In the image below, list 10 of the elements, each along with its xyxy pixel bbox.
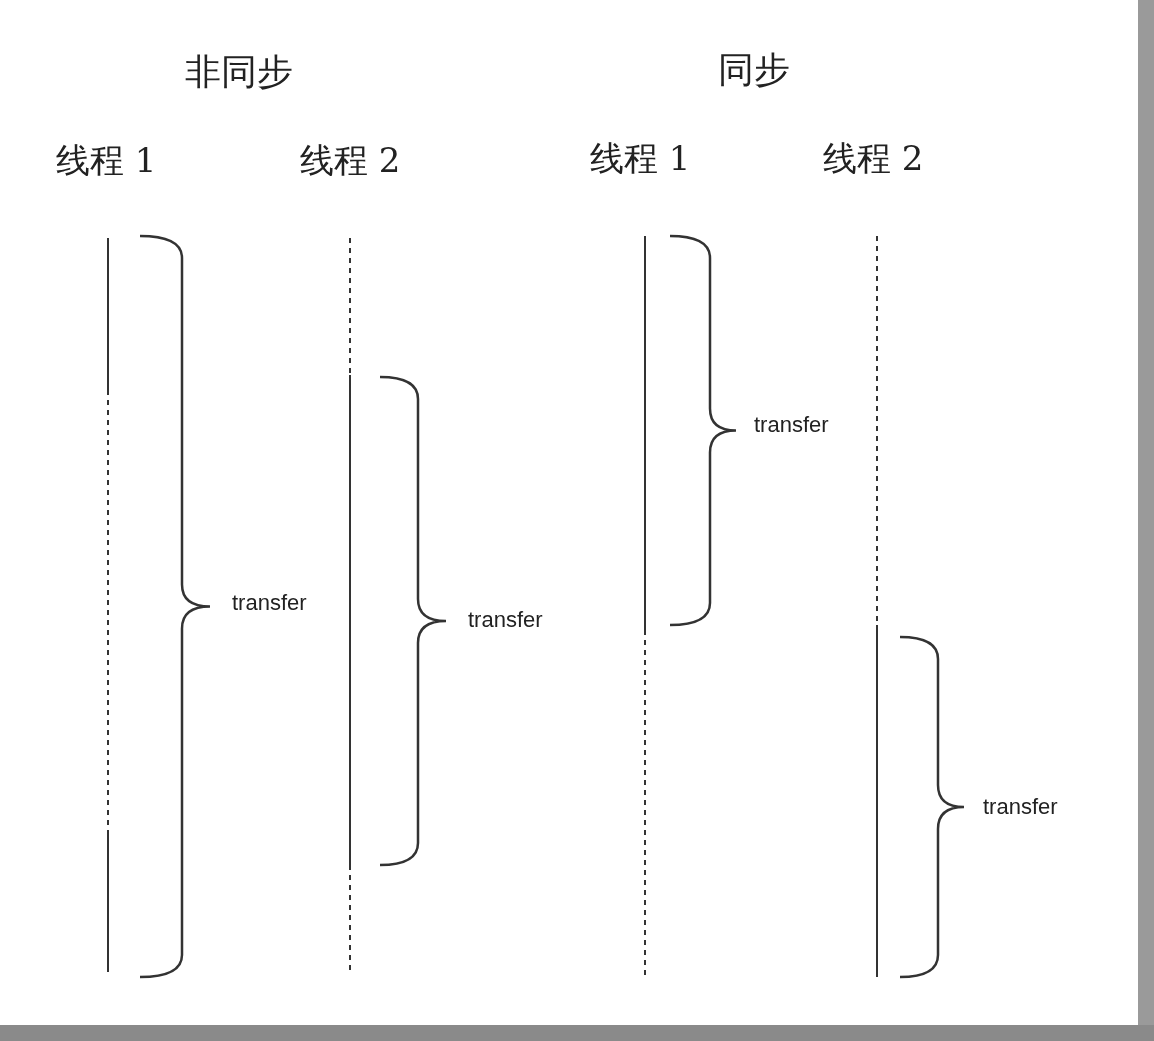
transfer-label: transfer xyxy=(468,607,543,633)
transfer-label: transfer xyxy=(232,590,307,616)
group-heading: 非同步 xyxy=(185,50,293,94)
thread-label: 线程 2 xyxy=(823,137,924,180)
group-heading: 同步 xyxy=(718,48,790,92)
transfer-label: transfer xyxy=(983,794,1058,820)
thread-label: 线程 2 xyxy=(300,139,401,182)
thread-label: 线程 1 xyxy=(56,139,157,182)
transfer-label: transfer xyxy=(754,412,829,438)
thread-label: 线程 1 xyxy=(590,137,691,180)
